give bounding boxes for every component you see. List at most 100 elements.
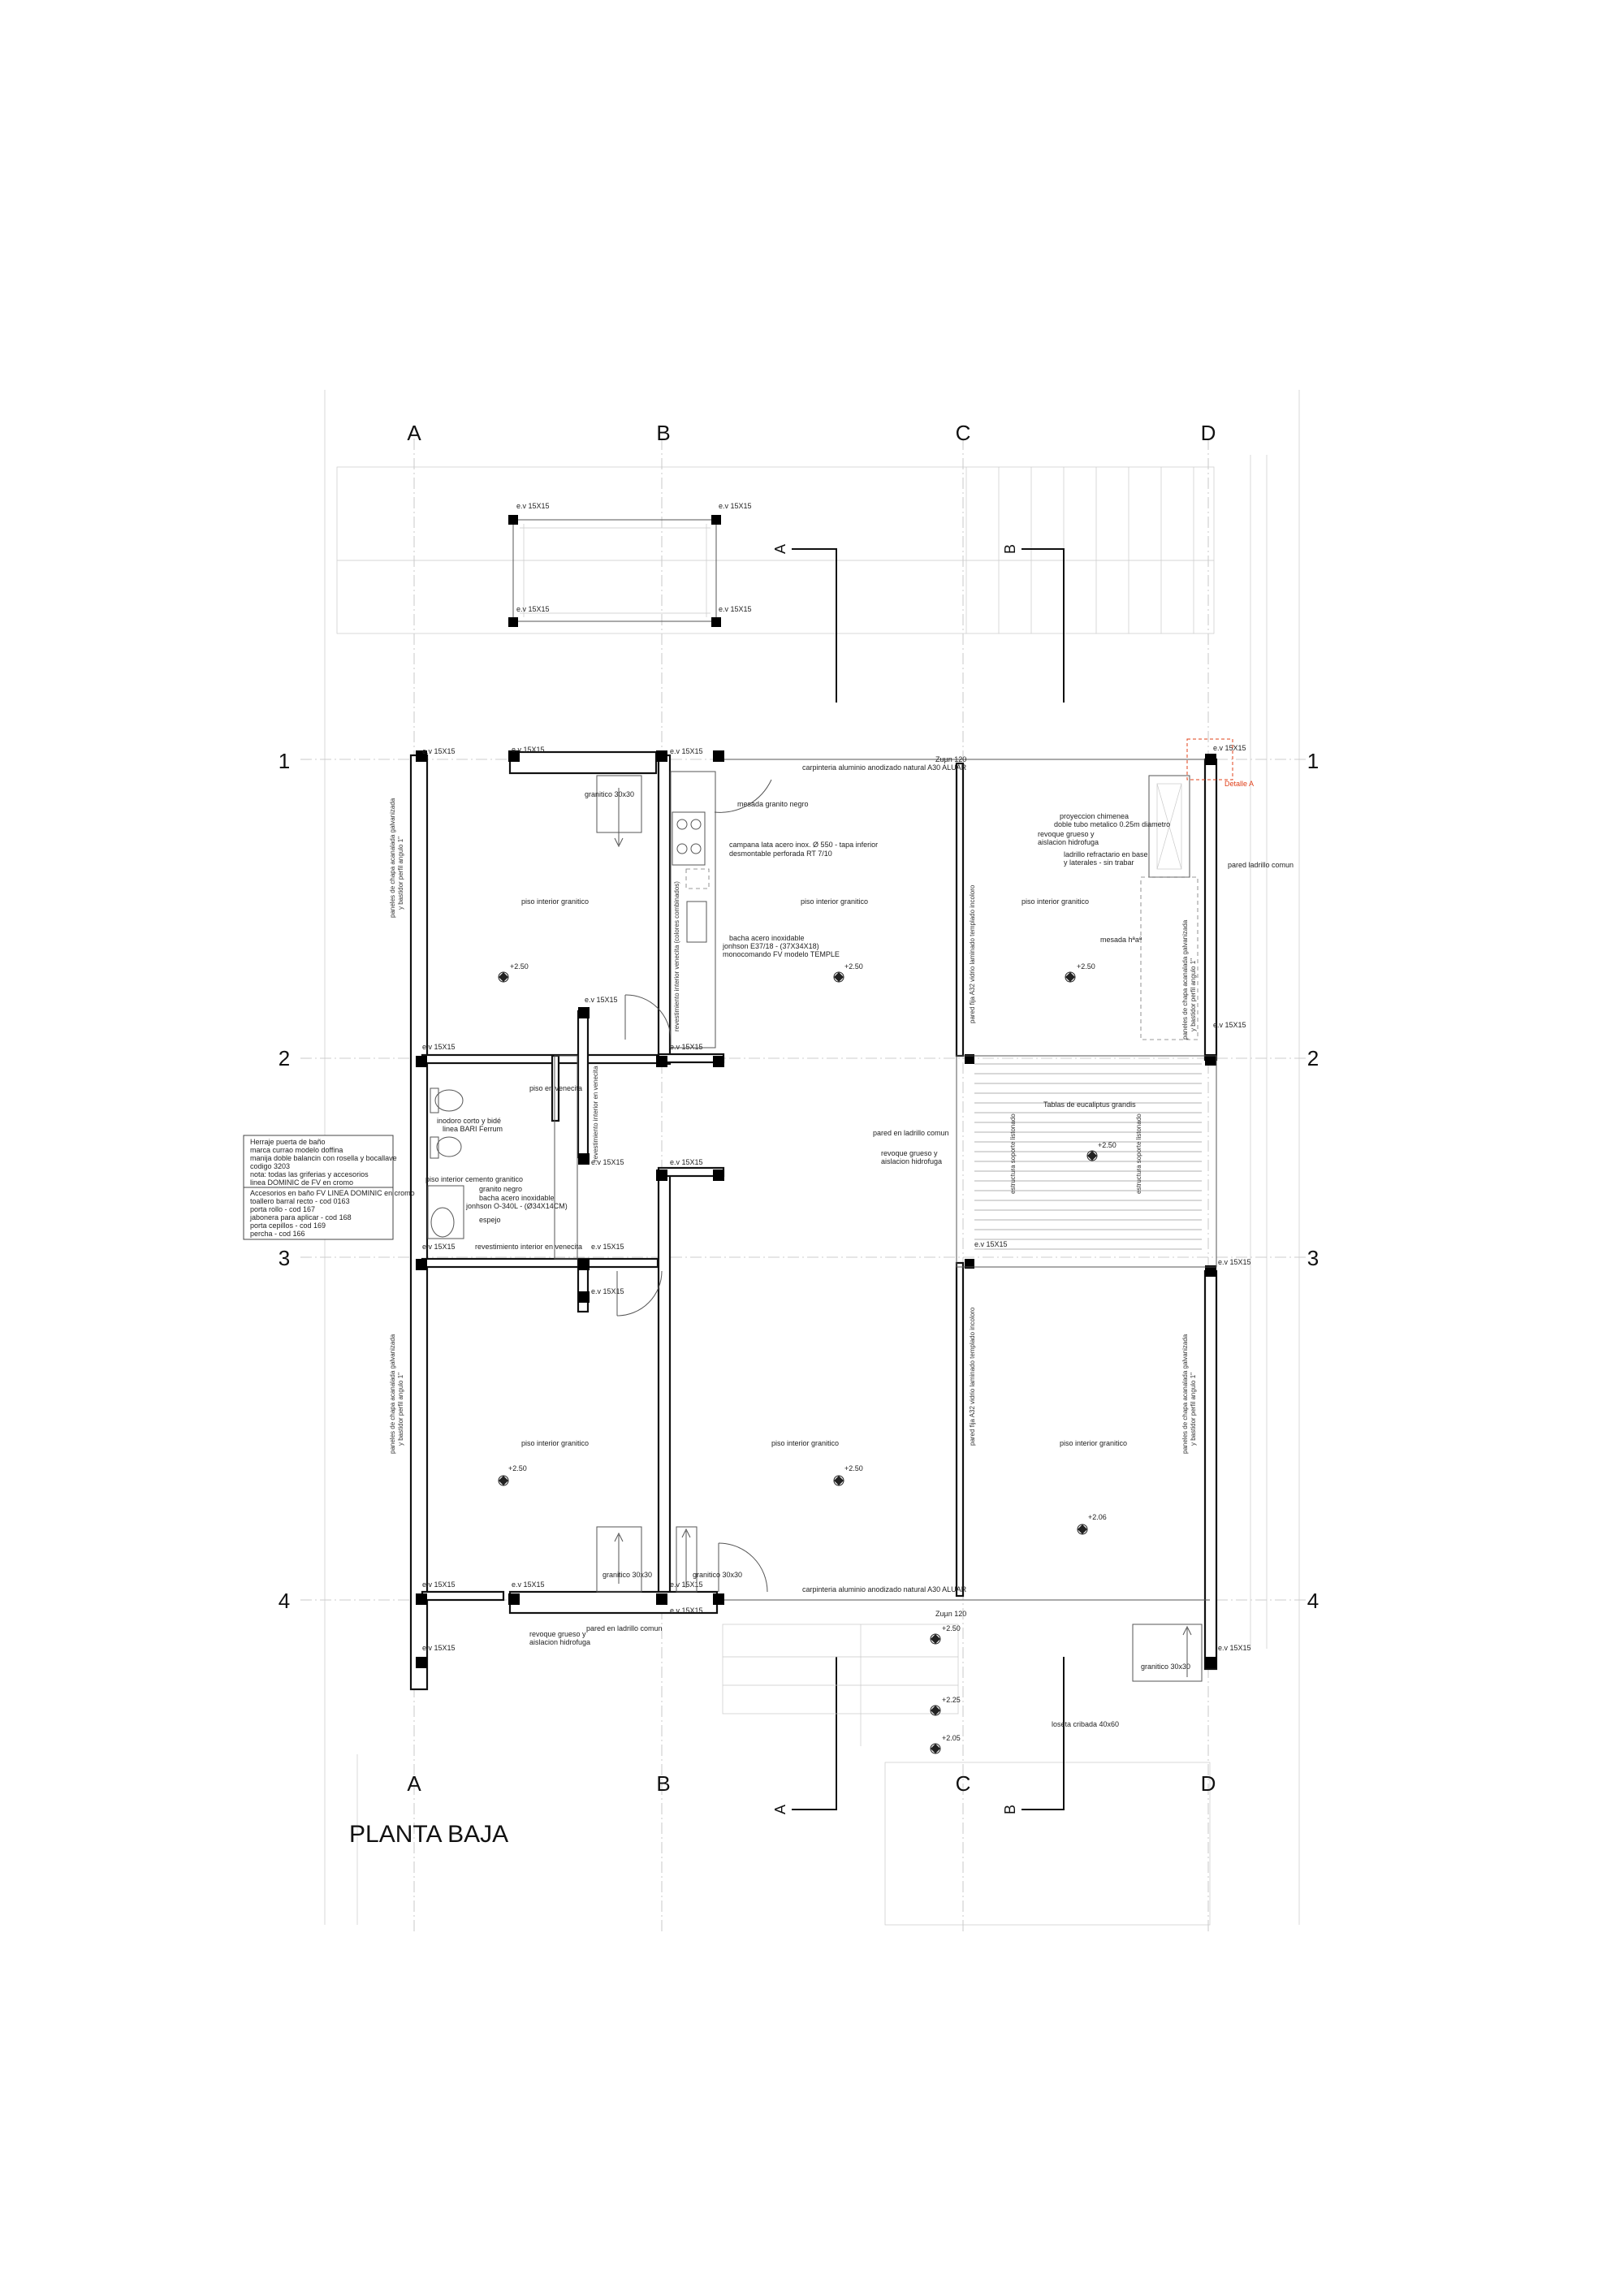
- exterior-wall-bottom-left: [421, 1590, 505, 1602]
- note-revoque-top-1: revoque grueso y: [1038, 830, 1095, 838]
- column-tag: e.v 15X15: [670, 1043, 703, 1051]
- note-piso-cemento: piso interior cemento granitico: [425, 1175, 523, 1183]
- pergola-column: [711, 515, 721, 525]
- level-marker: +2.50: [498, 1464, 527, 1486]
- countertop: [670, 771, 716, 1049]
- section-marker-a-bottom: A: [772, 1657, 837, 1814]
- column: [1205, 1054, 1216, 1066]
- legend-line: marca currao modelo doffina: [250, 1146, 343, 1154]
- note-revoque-top-2: aislacion hidrofuga: [1038, 838, 1099, 846]
- exterior-wall-left: [409, 754, 429, 1691]
- grid-label-4-right: 4: [1307, 1589, 1319, 1613]
- note-campana-2: desmontable perforada RT 7/10: [729, 850, 832, 858]
- column: [965, 1259, 974, 1269]
- section-label-b: B: [1002, 1805, 1018, 1814]
- note-pared-ladrillo: pared ladrillo comun: [1228, 861, 1294, 869]
- vnote-paneles-right-bottom: paneles de chapa acanalada galvanizada: [1181, 1334, 1189, 1454]
- deck: [956, 1055, 1217, 1268]
- note-loseta: loseta cribada 40x60: [1052, 1720, 1119, 1728]
- column: [416, 750, 427, 762]
- column: [656, 1593, 667, 1605]
- grid-label-3-left: 3: [279, 1246, 290, 1270]
- level-marker: +2.50: [498, 962, 529, 983]
- column: [578, 1153, 590, 1165]
- vnote-paneles-left-top: paneles de chapa acanalada galvanizada: [389, 798, 396, 918]
- column-tag: e.v 15X15: [512, 746, 545, 754]
- note-espejo: espejo: [479, 1216, 501, 1224]
- door-swing: [714, 779, 772, 813]
- note-pared-ladrillo-centro: pared en ladrillo comun: [873, 1129, 949, 1137]
- note-piso-6: piso interior granitico: [1060, 1439, 1127, 1447]
- note-granito-negro: granito negro: [479, 1185, 522, 1193]
- column-tag: e.v 15X15: [422, 1043, 456, 1051]
- note-bacha-bano-1: bacha acero inoxidable: [479, 1194, 555, 1202]
- level-marker: +2.50: [833, 1464, 863, 1486]
- grid-label-c-top: C: [956, 421, 971, 445]
- toilet-fixture: [434, 1089, 464, 1112]
- sheet-frame: [324, 390, 1300, 1926]
- column: [656, 1056, 667, 1067]
- note-carpinteria-top: carpinteria aluminio anodizado natural A…: [802, 763, 967, 772]
- svg-text:+2.50: +2.50: [510, 962, 529, 971]
- column: [508, 1593, 520, 1605]
- grid-labels-right: 1 2 3 4: [1307, 749, 1319, 1613]
- column-tag: e.v 15X15: [1213, 1021, 1246, 1029]
- legend-line: jabonera para aplicar - cod 168: [249, 1213, 352, 1222]
- note-bacha-3: monocomando FV modelo TEMPLE: [723, 950, 840, 958]
- grid-label-b-top: B: [656, 421, 670, 445]
- note-mesada: mesada granito negro: [737, 800, 809, 808]
- column: [1205, 754, 1216, 765]
- vnote-paneles-right-top-2: y bastidor perfil angulo 1": [1190, 958, 1197, 1031]
- column-tag: e.v 15X15: [719, 502, 752, 510]
- drawing-title: PLANTA BAJA: [349, 1821, 508, 1848]
- bathroom-fixtures: [427, 1055, 578, 1260]
- grid-labels-bottom: A B C D: [407, 1771, 1216, 1796]
- legend-line: porta cepillos - cod 169: [250, 1222, 326, 1230]
- column-tag: e.v 15X15: [422, 1644, 456, 1652]
- vertical-annotations: paneles de chapa acanalada galvanizada y…: [389, 798, 1197, 1454]
- sink: [686, 901, 707, 943]
- door-swing: [624, 994, 672, 1040]
- vnote-rev-kitchen: revestimiento interior venecita (colores…: [673, 881, 680, 1031]
- detail-a-label: Detalle A: [1224, 780, 1254, 788]
- section-label-a: A: [772, 544, 788, 554]
- legend-line: toallero barral recto - cod 0163: [250, 1197, 350, 1205]
- svg-text:+2.50: +2.50: [1098, 1141, 1116, 1149]
- section-label-b: B: [1002, 544, 1018, 554]
- pergola: e.v 15X15 e.v 15X15 e.v 15X15 e.v 15X15: [508, 502, 752, 627]
- level-marker: +2.50: [930, 1624, 961, 1645]
- column-tag: e.v 15X15: [670, 747, 703, 755]
- note-granitico-top: granitico 30x30: [585, 790, 634, 798]
- column-tag: e.v 15X15: [422, 1580, 456, 1589]
- columns: [416, 750, 1216, 1668]
- note-mesada-h: mesada hªaª: [1100, 936, 1142, 944]
- note-revoque-centro-1: revoque grueso y: [881, 1149, 938, 1157]
- interior-wall-b-bottom: [657, 1168, 672, 1602]
- note-revoque-bottom-2: aislacion hidrofuga: [529, 1638, 590, 1646]
- vnote-estructura-c-top: pared fija A32 vidrio laminado templado …: [969, 884, 976, 1023]
- level-marker: +2.50: [833, 962, 863, 983]
- exterior-wall-right-bottom: [1203, 1269, 1218, 1671]
- legend-line: codigo 3203: [250, 1162, 290, 1170]
- note-piso-5: piso interior granitico: [771, 1439, 839, 1447]
- grid-label-4-left: 4: [279, 1589, 290, 1613]
- note-piso-2: piso interior granitico: [801, 897, 868, 906]
- note-campana: campana lata acero inox. Ø 550 - tapa in…: [729, 841, 878, 849]
- note-granitico-d4: granitico 30x30: [1141, 1663, 1190, 1671]
- level-marker: +2.05: [930, 1734, 961, 1754]
- grid-label-a-bottom: A: [407, 1771, 421, 1796]
- grid-label-b-bottom: B: [656, 1771, 670, 1796]
- column: [713, 750, 724, 762]
- stairs: [596, 775, 1203, 1682]
- grid-label-2-right: 2: [1307, 1046, 1319, 1070]
- grid-label-1-left: 1: [279, 749, 290, 773]
- note-carpinteria-bottom: carpinteria aluminio anodizado natural A…: [802, 1585, 967, 1593]
- note-piso-venecita: piso en venecita: [529, 1084, 582, 1092]
- legend-line: linea DOMINIC de FV en cromo: [250, 1178, 353, 1187]
- legend-line: manija doble balancin con rosella y boca…: [250, 1154, 397, 1162]
- vnote-estructura-c-bottom: pared fija A32 vidrio laminado templado …: [969, 1307, 976, 1446]
- note-granitico-b2: granitico 30x30: [693, 1571, 742, 1579]
- kitchen-equipment: [670, 771, 716, 1049]
- note-chimenea-1: proyeccion chimenea: [1060, 812, 1129, 820]
- column: [416, 1657, 427, 1668]
